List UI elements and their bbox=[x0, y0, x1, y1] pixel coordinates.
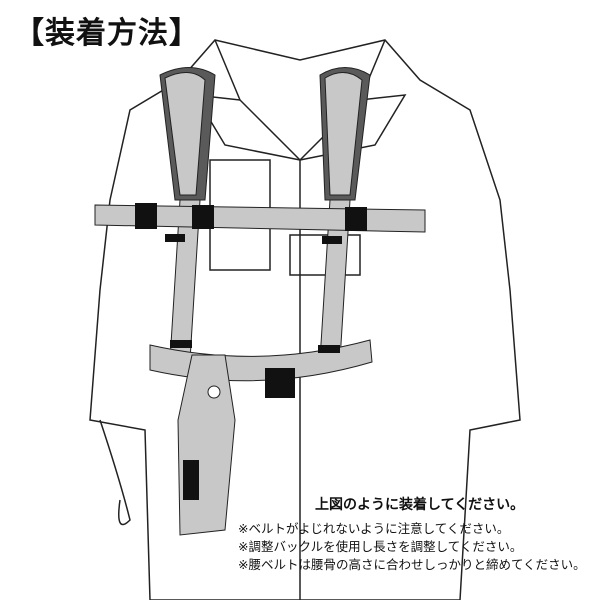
chest-buckle bbox=[135, 203, 157, 229]
shirt-figure bbox=[89, 39, 521, 600]
page-title: 【装着方法】 bbox=[14, 16, 200, 51]
instruction-note: ※ベルトがよじれないように注意してください。 bbox=[238, 521, 510, 536]
waist-buckle bbox=[265, 368, 295, 398]
chest-strap bbox=[94, 203, 426, 244]
instruction-note: ※調整バックルを使用し長さを調整してください。 bbox=[238, 539, 523, 554]
instruction-main: 上図のように装着してください。 bbox=[315, 497, 525, 513]
holster bbox=[177, 354, 236, 536]
instruction-note: ※腰ベルトは腰骨の高さに合わせしっかりと締めてください。 bbox=[238, 557, 586, 572]
